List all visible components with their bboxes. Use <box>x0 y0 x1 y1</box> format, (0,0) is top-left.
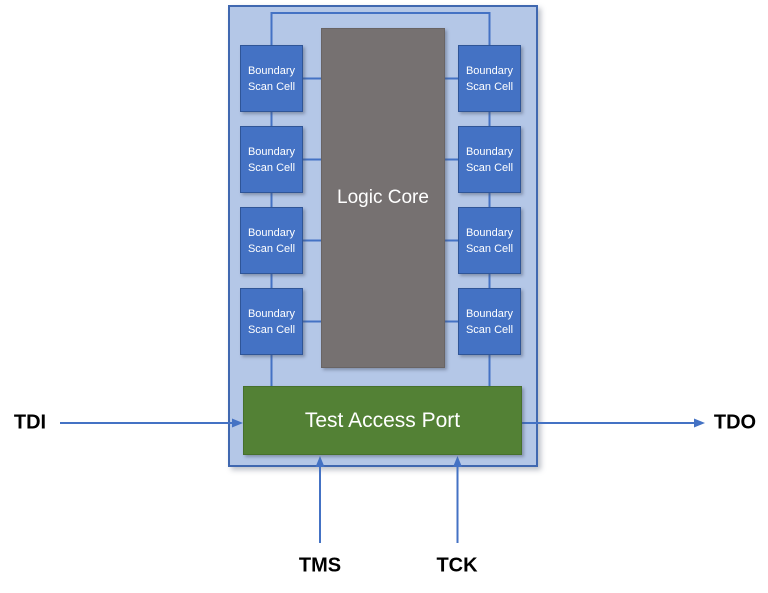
boundary-scan-cell-right-1: Boundary Scan Cell <box>458 45 521 112</box>
boundary-scan-cell-right-3: Boundary Scan Cell <box>458 207 521 274</box>
boundary-scan-cell-right-2: Boundary Scan Cell <box>458 126 521 193</box>
cell-label-line2: Scan Cell <box>465 242 514 255</box>
cell-label-line1: Boundary <box>247 226 296 239</box>
cell-label-line1: Boundary <box>465 64 514 77</box>
boundary-scan-cell-left-4: Boundary Scan Cell <box>240 288 303 355</box>
tdo-label: TDO <box>713 411 757 434</box>
cell-label-line2: Scan Cell <box>465 80 514 93</box>
cell-label-line2: Scan Cell <box>247 80 296 93</box>
boundary-scan-cell-left-2: Boundary Scan Cell <box>240 126 303 193</box>
logic-core-box: Logic Core <box>321 28 445 368</box>
boundary-scan-cell-left-1: Boundary Scan Cell <box>240 45 303 112</box>
cell-label-line2: Scan Cell <box>247 242 296 255</box>
tdi-label: TDI <box>13 411 47 434</box>
test-access-port-box: Test Access Port <box>243 386 522 455</box>
tck-label: TCK <box>436 554 478 577</box>
logic-core-label: Logic Core <box>337 187 429 208</box>
tms-label: TMS <box>298 554 342 577</box>
cell-label-line1: Boundary <box>247 64 296 77</box>
cell-label-line2: Scan Cell <box>247 323 296 336</box>
cell-label-line2: Scan Cell <box>465 161 514 174</box>
boundary-scan-cell-left-3: Boundary Scan Cell <box>240 207 303 274</box>
cell-label-line1: Boundary <box>465 145 514 158</box>
cell-label-line1: Boundary <box>247 145 296 158</box>
boundary-scan-cell-right-4: Boundary Scan Cell <box>458 288 521 355</box>
cell-label-line2: Scan Cell <box>465 323 514 336</box>
test-access-port-label: Test Access Port <box>304 408 461 432</box>
cell-label-line1: Boundary <box>247 307 296 320</box>
cell-label-line1: Boundary <box>465 307 514 320</box>
cell-label-line1: Boundary <box>465 226 514 239</box>
cell-label-line2: Scan Cell <box>247 161 296 174</box>
